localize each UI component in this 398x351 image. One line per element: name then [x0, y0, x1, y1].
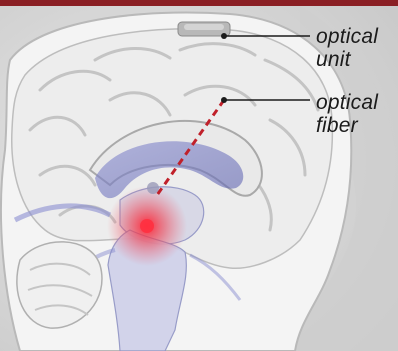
optical-unit-label-line1: optical — [316, 25, 378, 48]
optical-fiber-label: optical fiber — [316, 91, 378, 137]
stimulation-target — [140, 219, 154, 233]
optical-unit-label: optical unit — [316, 25, 378, 71]
optical-unit-label-line2: unit — [316, 48, 378, 71]
deep-structure-node — [147, 182, 159, 194]
optical-fiber-leader-dot — [221, 97, 227, 103]
optical-fiber-label-line2: fiber — [316, 114, 378, 137]
optical-unit-leader-dot — [221, 33, 227, 39]
optical-fiber-label-line1: optical — [316, 91, 378, 114]
